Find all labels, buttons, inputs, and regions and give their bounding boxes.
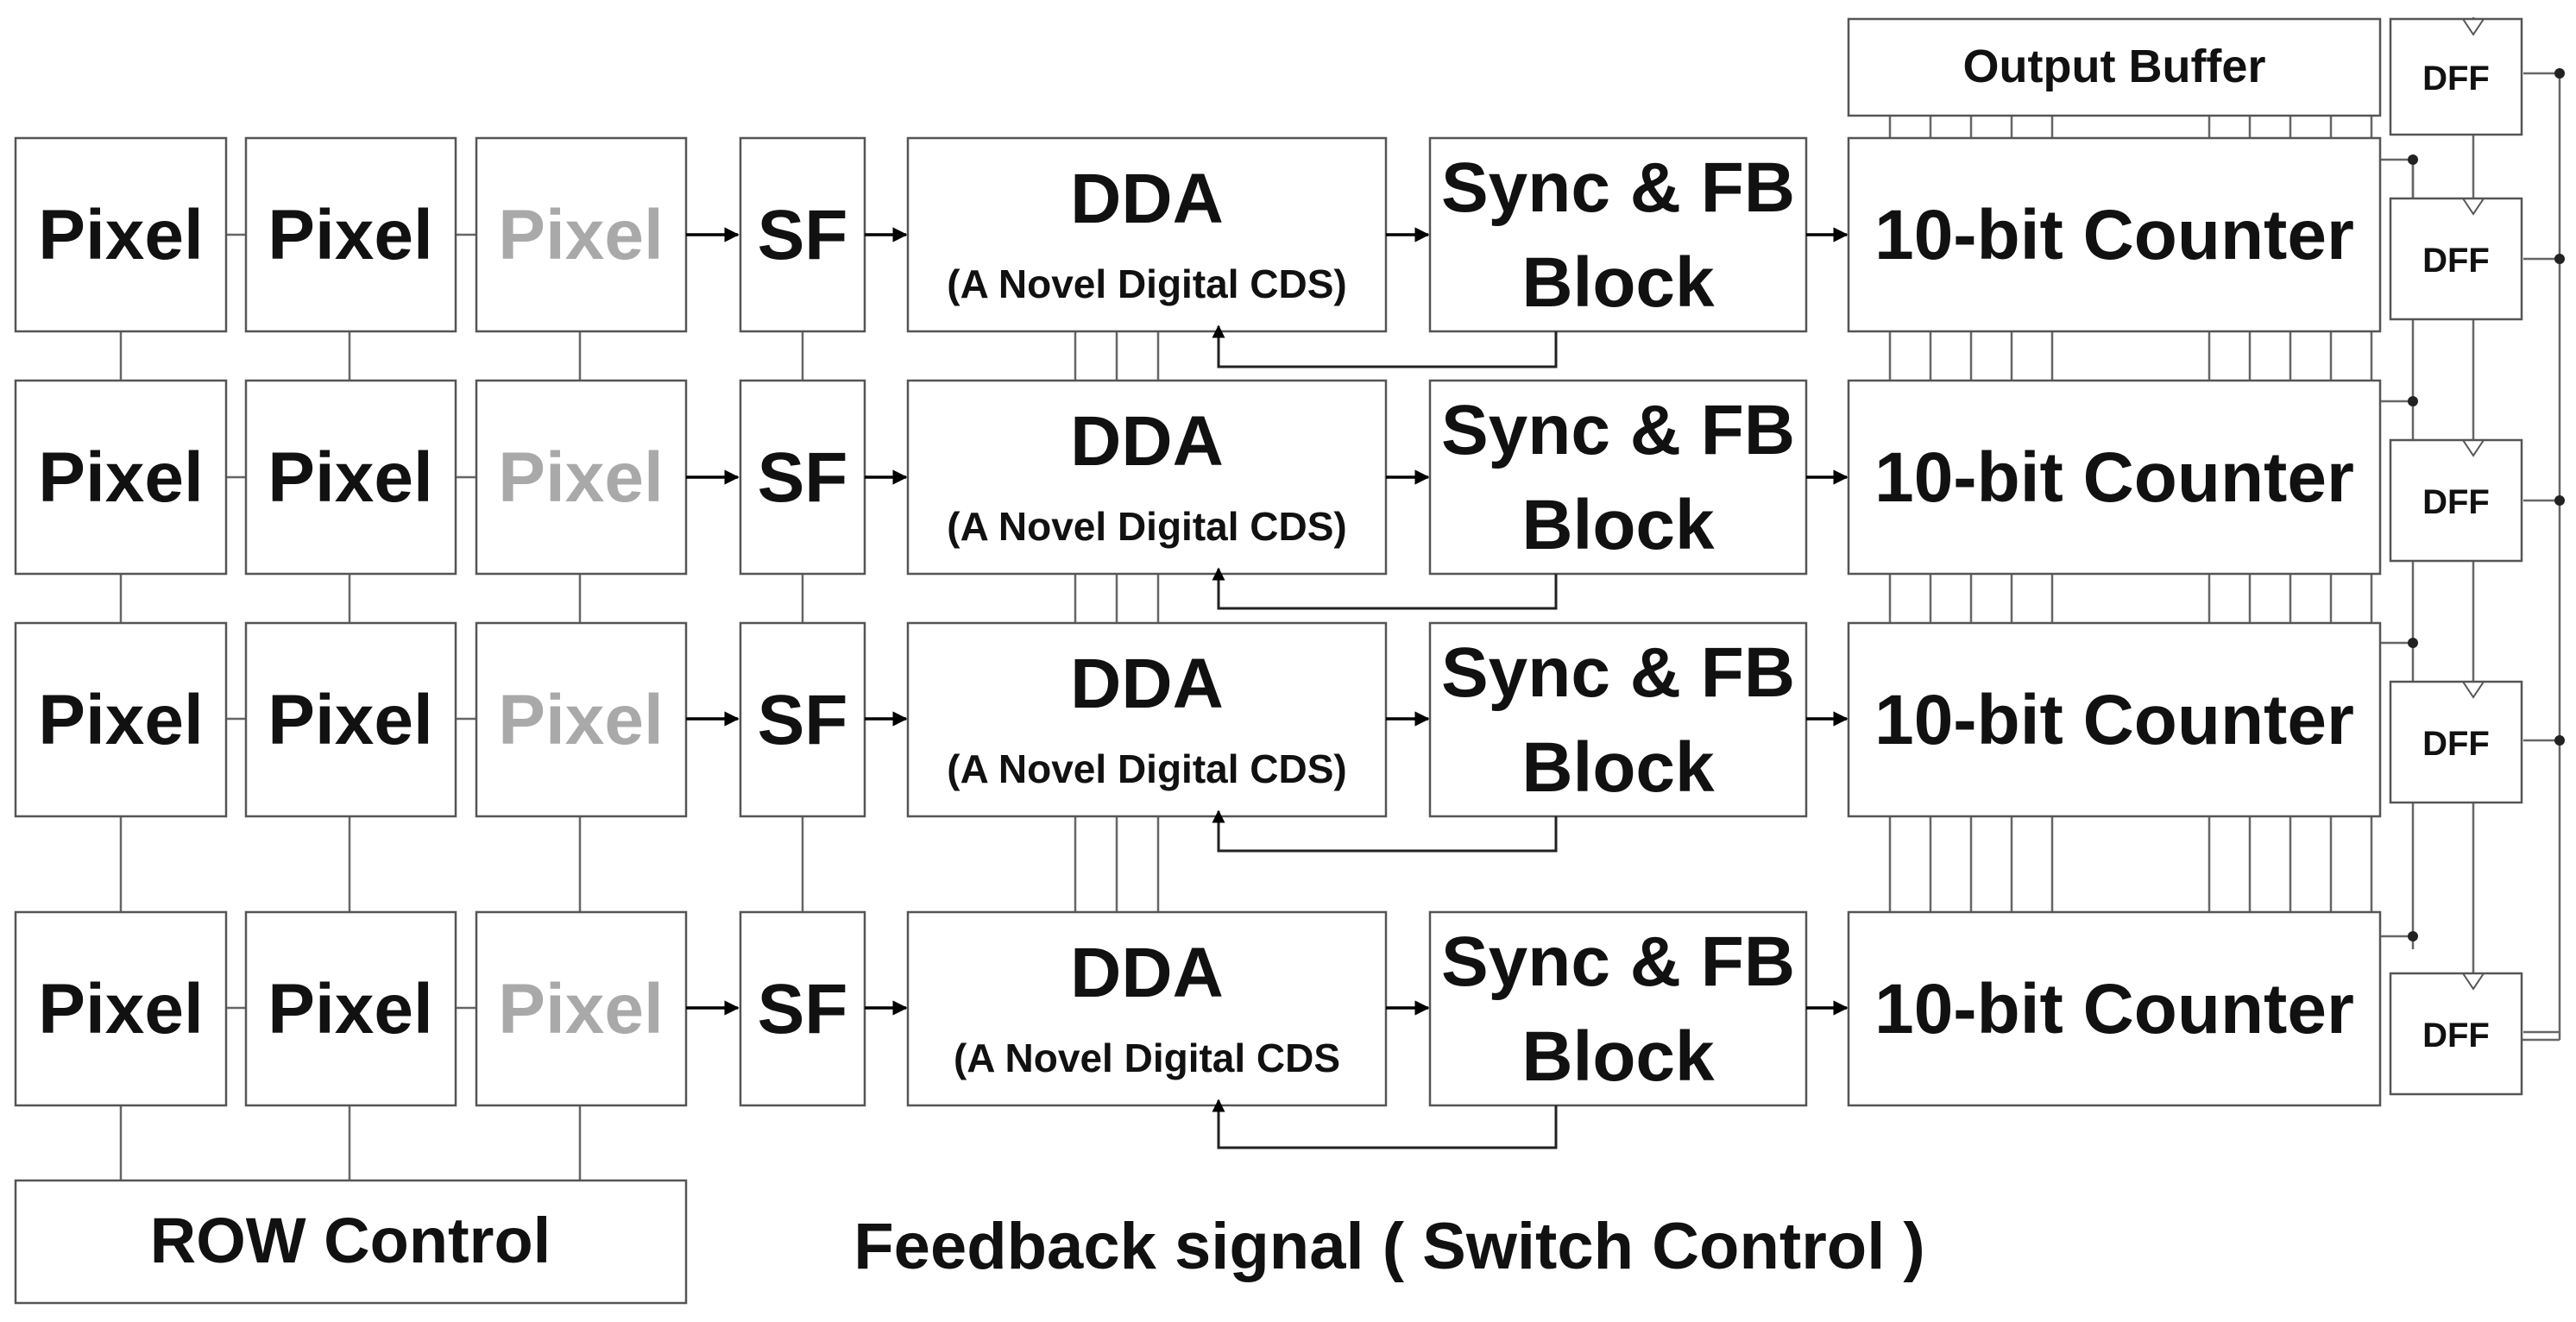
pixel-label-faded: Pixel [498,196,663,274]
pixel-box [244,910,457,1107]
feedback-caption: Feedback signal ( Switch Control ) [853,1210,1925,1283]
pixel-box [244,136,457,333]
pixel-box [475,621,688,818]
sf-box [739,136,866,333]
sf-label: SF [758,970,848,1048]
sf-box [739,621,866,818]
dda-title: DDA [1070,934,1224,1012]
readout-row-4: Pixel Pixel Pixel SF DDA (A Novel Digita… [14,910,2523,1149]
pixel-label: Pixel [38,681,203,759]
sf-label: SF [758,196,848,274]
dff-box [2389,972,2523,1096]
dff-label: DFF [2422,483,2490,521]
pixel-label: Pixel [38,970,203,1048]
sync-fb-line1: Sync & FB [1441,633,1795,712]
sync-fb-line2: Block [1521,728,1715,807]
sync-fb-box [1428,621,1808,818]
pixel-label: Pixel [268,196,432,274]
counter-box [1847,910,2382,1107]
sync-fb-line2: Block [1521,486,1715,564]
pixel-label-faded: Pixel [498,681,663,759]
row-control-box [14,1179,688,1305]
pixel-box [14,910,228,1107]
readout-row-2: Pixel Pixel Pixel SF DDA (A Novel Digita… [14,379,2523,610]
sf-label: SF [758,681,848,759]
counter-label: 10-bit Counter [1874,196,2354,274]
dda-subtitle: (A Novel Digital CDS) [947,261,1346,306]
sync-fb-line1: Sync & FB [1441,391,1795,469]
counter-box [1847,136,2382,333]
counter-label: 10-bit Counter [1874,681,2354,759]
output-dff-box [2389,17,2523,136]
sync-fb-line1: Sync & FB [1441,922,1795,1001]
pixel-label: Pixel [38,196,203,274]
sync-fb-line2: Block [1521,243,1715,322]
pixel-box [475,910,688,1107]
dda-box [906,136,1388,333]
dff-label: DFF [2422,242,2490,280]
dda-title: DDA [1070,645,1224,723]
pixel-label: Pixel [268,438,432,517]
pixel-label-faded: Pixel [498,970,663,1048]
dda-title: DDA [1070,160,1224,238]
dff-label: DFF [2422,725,2490,763]
output-buffer-label: Output Buffer [1963,41,2266,92]
feedback-line [1212,1099,1558,1149]
pixel-box [14,379,228,576]
output-buffer-box [1847,17,2382,117]
dda-subtitle: (A Novel Digital CDS) [947,504,1346,549]
dda-title: DDA [1070,402,1224,481]
junction-dots [2408,68,2565,941]
dff-box [2389,197,2523,321]
pixel-label-faded: Pixel [498,438,663,517]
pixel-label: Pixel [38,438,203,517]
feedback-line [1212,809,1558,853]
sync-fb-line1: Sync & FB [1441,148,1795,227]
pixel-box [244,379,457,576]
feedback-line [1212,324,1558,368]
dff-label: DFF [2422,1017,2490,1054]
pixel-box [244,621,457,818]
pixel-box [14,136,228,333]
pixel-box [475,379,688,576]
readout-row-3: Pixel Pixel Pixel SF DDA (A Novel Digita… [14,621,2523,853]
output-dff-label: DFF [2422,60,2490,98]
feedback-line [1212,567,1558,610]
dff-box [2389,438,2523,563]
counter-box [1847,379,2382,576]
sf-box [739,379,866,576]
sync-fb-box [1428,379,1808,576]
dda-subtitle: (A Novel Digital CDS [954,1036,1340,1080]
dff-box [2389,680,2523,804]
sf-label: SF [758,438,848,517]
pixel-links [226,233,476,1010]
dda-subtitle: (A Novel Digital CDS) [947,746,1346,791]
pixel-box [14,621,228,818]
counter-label: 10-bit Counter [1874,438,2354,517]
pixel-label: Pixel [268,681,432,759]
sync-fb-line2: Block [1521,1017,1715,1096]
pixel-box [475,136,688,333]
readout-row-1: Pixel Pixel Pixel SF DDA (A Novel Digita… [14,136,2523,368]
counter-box [1847,621,2382,818]
dda-box [906,910,1388,1107]
pixel-label: Pixel [268,970,432,1048]
row-control-label: ROW Control [150,1205,551,1276]
counter-label: 10-bit Counter [1874,970,2354,1048]
sync-fb-box [1428,136,1808,333]
sync-fb-box [1428,910,1808,1107]
